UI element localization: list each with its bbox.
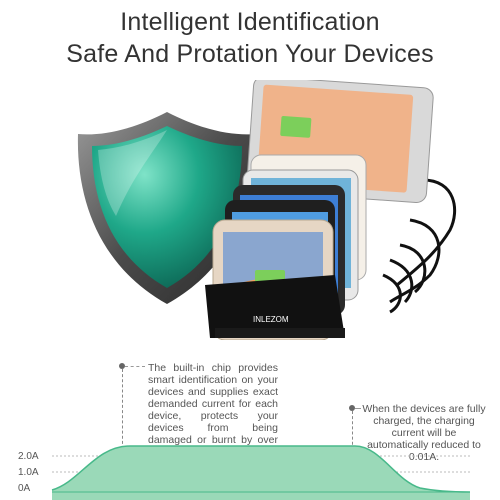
annotation-leader-left: [125, 366, 145, 367]
charging-station-image: INLEZOM: [205, 80, 457, 340]
headline-line-1: Intelligent Identification: [120, 8, 380, 36]
shield-icon: [77, 112, 257, 304]
headline-line-2: Safe And Protation Your Devices: [66, 40, 434, 68]
brand-logo: INLEZOM: [253, 315, 289, 324]
annotation-line-left: [122, 369, 123, 449]
annotation-leader-right: [355, 408, 361, 409]
current-curve: [51, 445, 471, 500]
annotation-right: When the devices are fully charged, the …: [362, 403, 486, 463]
annotation-line-right: [352, 411, 353, 455]
annotation-dot-right: [349, 405, 355, 411]
annotation-dot-left: [119, 363, 125, 369]
tick-label-1a: 1.0A: [18, 467, 39, 478]
tick-label-0a: 0A: [18, 483, 31, 494]
tick-label-2a: 2.0A: [18, 451, 39, 462]
